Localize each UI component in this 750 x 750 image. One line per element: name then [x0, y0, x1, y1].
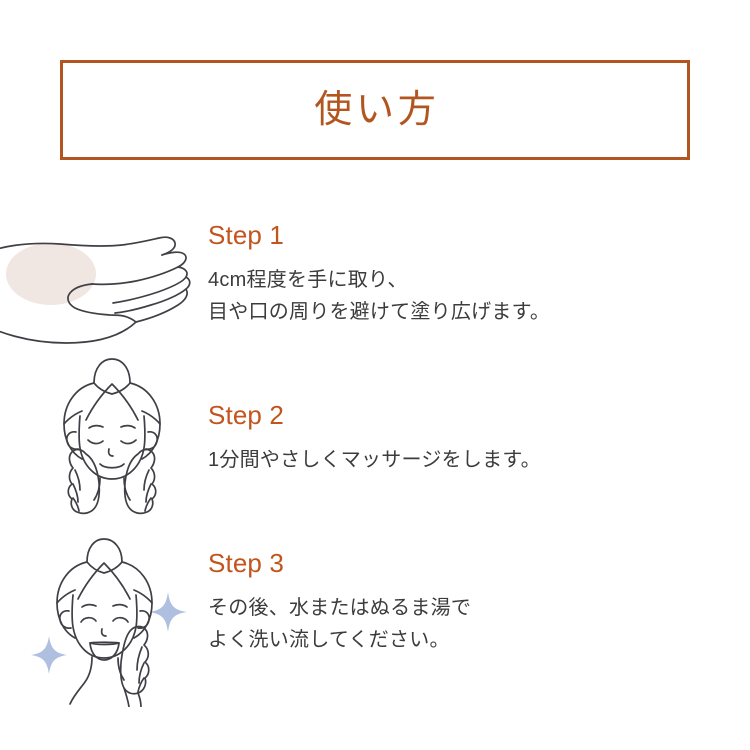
hair-bun	[93, 358, 131, 384]
left-hand	[67, 448, 101, 515]
face-outline	[78, 415, 146, 480]
closed-eye-right	[112, 616, 129, 623]
step-3-text-block: Step 3 その後、水またはぬるま湯で よく洗い流してください。	[208, 550, 471, 657]
sparkle-icon-right	[149, 592, 187, 632]
step-3-label: Step 3	[208, 548, 284, 578]
smiling-mouth	[99, 463, 125, 469]
step-2-label: Step 2	[208, 400, 284, 430]
open-mouth	[89, 641, 120, 661]
woman-massaging-face-icon	[42, 354, 182, 526]
step-1-text-block: Step 1 4cm程度を手に取り、 目や口の周りを避けて塗り広げます。	[208, 222, 550, 329]
step-2-text-block: Step 2 1分間やさしくマッサージをします。	[208, 402, 541, 476]
step-2-description: 1分間やさしくマッサージをします。	[208, 449, 541, 471]
page-title: 使い方	[314, 89, 440, 131]
hair-bun	[86, 538, 123, 563]
right-hand	[119, 625, 150, 707]
open-palm-with-cream-icon	[0, 224, 196, 349]
page-title-box: 使い方	[60, 60, 690, 160]
closed-eye-left	[80, 616, 97, 623]
cream-blob	[6, 243, 96, 305]
step-1-label: Step 1	[208, 220, 284, 250]
closed-eye-right	[120, 439, 137, 445]
step-1-description: 4cm程度を手に取り、 目や口の周りを避けて塗り広げます。	[208, 269, 551, 324]
sparkle-icon-left	[31, 636, 67, 674]
woman-smiling-rinsed-face-icon	[22, 532, 197, 707]
face-outline	[71, 594, 138, 659]
step-3-description: その後、水またはぬるま湯で よく洗い流してください。	[208, 597, 472, 652]
closed-eye-left	[87, 439, 104, 445]
right-hand	[123, 448, 157, 515]
